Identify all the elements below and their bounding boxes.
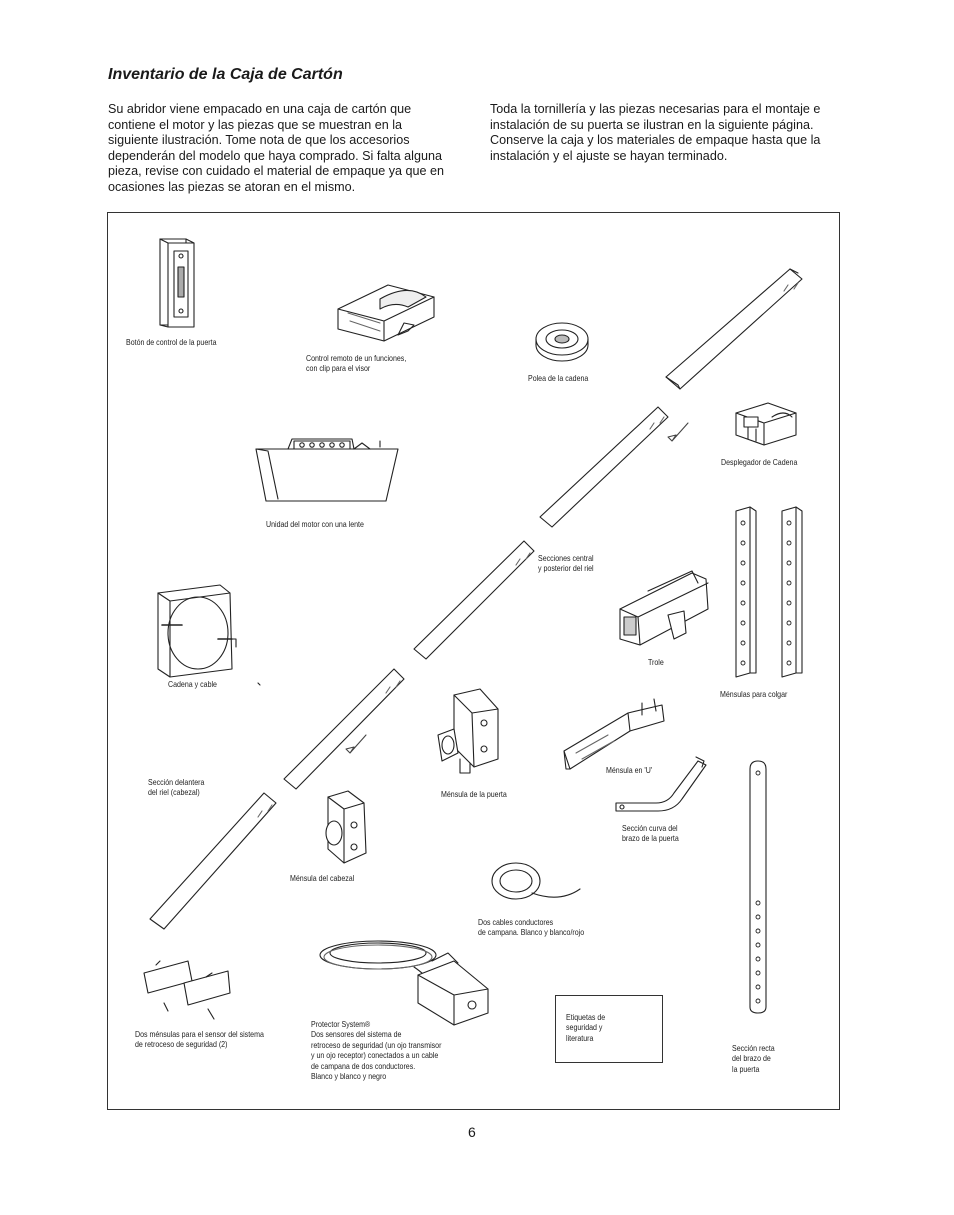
chain-and-cable-drawing: [157, 584, 261, 686]
sprocket-drawing: [535, 322, 589, 362]
hanging-brackets-drawing: [735, 506, 803, 678]
curved-arm-drawing: [615, 756, 707, 812]
caption-sprocket: Polea de la cadena: [528, 373, 589, 383]
chain-spreader-drawing: [735, 402, 797, 446]
caption-bell-wire: Dos cables conductores de campana. Blanc…: [478, 917, 585, 938]
caption-safety-labels: Etiquetas de seguridad y literatura: [566, 1012, 606, 1043]
caption-header-bracket: Ménsula del cabezal: [290, 873, 355, 883]
caption-straight-arm: Sección recta del brazo de la puerta: [732, 1043, 775, 1074]
header-bracket-drawing: [325, 790, 367, 864]
caption-sensor-brackets: Dos ménsulas para el sensor del sistema …: [135, 1029, 264, 1050]
caption-remote-control: Control remoto de un funciones, con clip…: [306, 353, 407, 374]
caption-chain-and-cable: Cadena y cable: [168, 679, 217, 689]
parts-illustration-frame: Botón de control de la puerta Control re…: [107, 212, 840, 1110]
intro-paragraph-left: Su abridor viene empacado en una caja de…: [108, 102, 445, 194]
caption-hanging-brackets: Ménsulas para colgar: [720, 689, 788, 699]
door-bracket-drawing: [437, 688, 499, 774]
rail-sections-drawing: [149, 268, 803, 930]
caption-u-bracket: Ménsula en 'U': [606, 765, 653, 775]
sensor-brackets-drawing: [143, 960, 231, 1020]
caption-trolley: Trole: [648, 657, 664, 667]
page-title: Inventario de la Caja de Cartón: [108, 66, 343, 83]
u-bracket-drawing: [563, 698, 665, 770]
straight-arm-drawing: [749, 760, 767, 1014]
caption-curved-arm: Sección curva del brazo de la puerta: [622, 823, 679, 844]
parts-illustration: [143, 238, 803, 1026]
caption-rail-sections: Secciones central y posterior del riel: [538, 553, 594, 574]
caption-protector-system: Protector System® Dos sensores del siste…: [311, 1019, 442, 1082]
protector-sensors-drawing: [319, 940, 489, 1026]
motor-unit-drawing: [255, 438, 399, 502]
caption-door-control-button: Botón de control de la puerta: [126, 337, 217, 347]
page-number: 6: [468, 1124, 476, 1140]
intro-paragraph-right: Toda la tornillería y las piezas necesar…: [490, 102, 821, 163]
door-control-button-drawing: [159, 238, 195, 328]
caption-front-rail: Sección delantera del riel (cabezal): [148, 777, 205, 798]
safety-labels-box: Etiquetas de seguridad y literatura: [555, 995, 663, 1063]
caption-chain-spreader: Desplegador de Cadena: [721, 457, 798, 467]
caption-motor-unit: Unidad del motor con una lente: [266, 519, 364, 529]
caption-door-bracket: Ménsula de la puerta: [441, 789, 507, 799]
remote-control-drawing: [337, 284, 435, 342]
bell-wire-drawing: [491, 862, 581, 900]
trolley-drawing: [619, 570, 709, 646]
